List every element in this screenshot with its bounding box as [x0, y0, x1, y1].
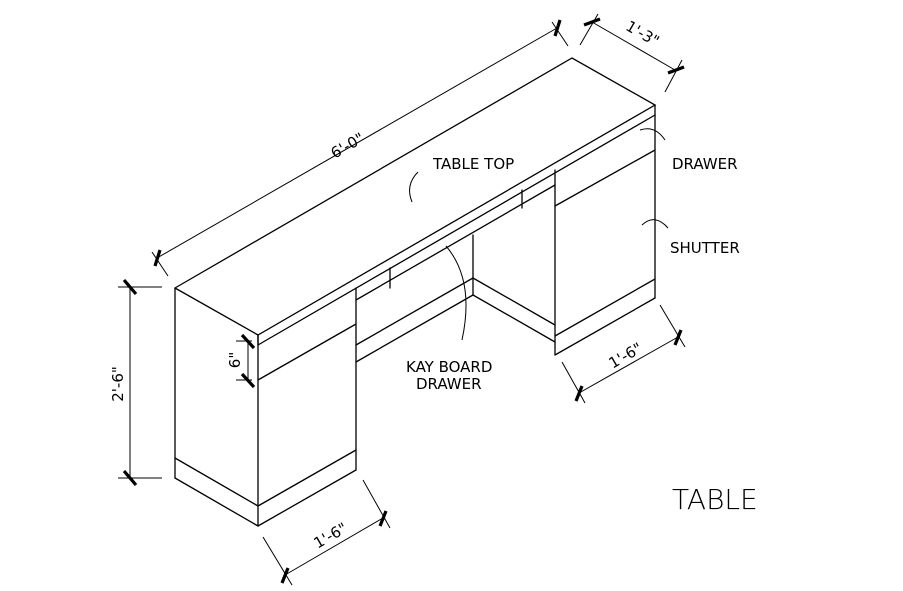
dimension-drawer-height-label: 6" [226, 352, 244, 368]
label-keyboard-drawer-line1: KAY BOARD [406, 358, 492, 376]
drawer-leader-icon [639, 128, 666, 141]
label-drawer: DRAWER [672, 155, 738, 173]
dimension-right-pedestal-width: 1'-6" [561, 304, 686, 404]
dimension-height-label: 2'-6" [109, 366, 127, 402]
right-pedestal [554, 114, 656, 356]
dimension-left-pedestal-width: 1'-6" [262, 479, 391, 586]
shutter-leader-icon [641, 219, 669, 229]
dimension-depth: 1'-3" [579, 13, 685, 93]
keyboard-drawer [355, 184, 556, 363]
dimension-left-width-label: 1'-6" [311, 519, 351, 552]
label-shutter: SHUTTER [670, 239, 740, 257]
dimension-height: 2'-6" [109, 278, 162, 487]
dimension-length-label: 6'-0" [328, 129, 368, 162]
table-top [174, 57, 657, 346]
dimension-drawer-height: 6" [226, 333, 256, 389]
drawing-title: TABLE [672, 483, 758, 516]
label-table-top: TABLE TOP [432, 155, 514, 173]
label-keyboard-drawer-line2: DRAWER [416, 375, 482, 393]
dimension-length: 6'-0" [151, 19, 569, 277]
dimension-right-width-label: 1'-6" [606, 339, 646, 372]
table-top-leader-icon [409, 171, 419, 203]
left-pedestal [174, 287, 357, 527]
dimension-depth-label: 1'-3" [623, 17, 663, 50]
keyboard-drawer-leader-icon [445, 245, 467, 341]
